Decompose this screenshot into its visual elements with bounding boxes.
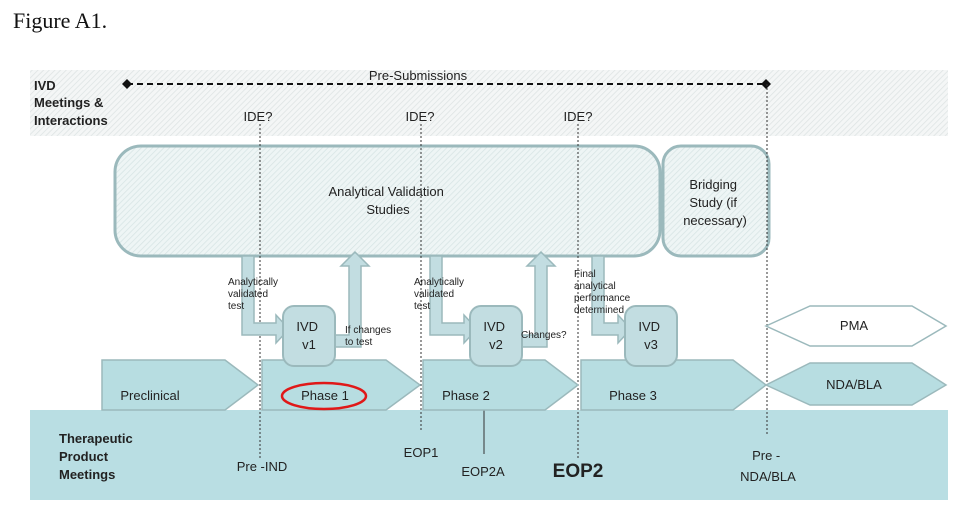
phase-arrow-2	[422, 359, 580, 411]
phase-label-2: Phase 2	[442, 388, 490, 403]
phase-arrow-3	[580, 359, 768, 411]
up-arrow-2	[513, 250, 557, 348]
analytical-validation-box	[113, 144, 662, 258]
ivd-v2-label: IVD v2	[483, 319, 508, 352]
meeting-eop2a: EOP2A	[461, 464, 505, 479]
nda-bla-shape	[764, 362, 948, 406]
ide-label-1: IDE?	[244, 109, 273, 124]
meeting-pre-nda-bla: Pre - NDA/BLA	[740, 448, 796, 484]
ivd-v2-box	[469, 305, 523, 367]
analytical-validation-label: Analytical Validation Studies	[328, 184, 447, 217]
meeting-eop2: EOP2	[553, 461, 604, 482]
phase-1-highlight	[280, 381, 368, 411]
ivd-meetings-band	[30, 70, 948, 136]
ivd-v3-label: IVD v3	[638, 319, 663, 352]
changes-question: Changes?	[521, 330, 567, 341]
presubmissions-end-diamond	[761, 79, 771, 89]
nda-bla-label: NDA/BLA	[826, 377, 882, 392]
final-analytical-performance: Final analytical performance determined	[574, 269, 633, 316]
phase-label-preclinical: Preclinical	[120, 388, 179, 403]
if-changes-to-test: If changes to test	[345, 325, 394, 348]
therapeutic-meetings-band	[30, 410, 948, 500]
figure-title: Figure A1.	[13, 8, 108, 33]
pma-label: PMA	[840, 318, 869, 333]
meeting-pre-ind: Pre -IND	[237, 459, 288, 474]
therapeutic-label: Therapeutic Product Meetings	[59, 431, 136, 482]
analytically-validated-test-1: Analytically validated test	[228, 277, 281, 312]
ivd-v1-box	[282, 305, 336, 367]
ivd-v3-box	[624, 305, 678, 367]
ide-label-2: IDE?	[406, 109, 435, 124]
up-arrow-1	[331, 250, 371, 348]
presubmissions-start-diamond	[122, 79, 132, 89]
ivd-label: IVD Meetings & Interactions	[34, 78, 108, 128]
phase-arrow-preclinical	[101, 359, 260, 411]
ivd-v1-label: IVD v1	[296, 319, 321, 352]
bridging-study-label: Bridging Study (if necessary)	[683, 177, 747, 228]
phase-label-1: Phase 1	[301, 388, 349, 403]
bridging-study-box	[661, 144, 771, 258]
pma-shape	[764, 305, 948, 347]
phase-label-3: Phase 3	[609, 388, 657, 403]
down-arrow-1	[241, 255, 291, 345]
ide-label-3: IDE?	[564, 109, 593, 124]
presubmissions-label: Pre-Submissions	[369, 68, 468, 83]
meeting-eop1: EOP1	[404, 445, 439, 460]
analytically-validated-test-2: Analytically validated test	[414, 277, 467, 312]
